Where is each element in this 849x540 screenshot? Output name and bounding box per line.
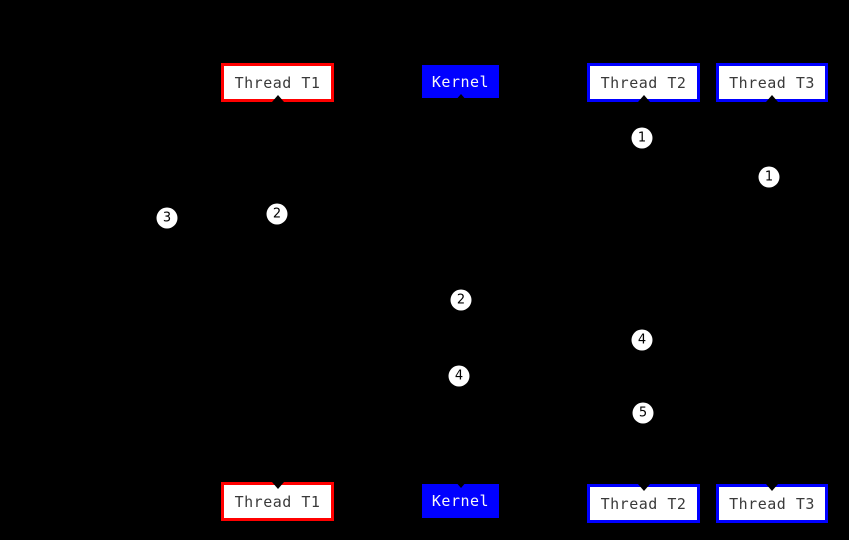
step-marker-2-kernel: 2: [450, 289, 472, 311]
lifeline-stub: [766, 95, 778, 102]
lifeline-stub: [637, 484, 650, 491]
thread-t2-box-top: Thread T2: [587, 63, 700, 102]
lifeline-stub: [454, 481, 467, 488]
thread-t3-box-bottom: Thread T3: [716, 484, 828, 523]
lifeline-stub: [766, 484, 778, 491]
thread-t3-label: Thread T3: [729, 73, 815, 92]
lifeline-stub: [271, 95, 284, 102]
step-marker-1-t3: 1: [758, 166, 780, 188]
thread-t2-label: Thread T2: [600, 73, 687, 92]
step-marker-4-kernel: 4: [448, 365, 470, 387]
thread-t1-label: Thread T1: [234, 73, 321, 92]
lifeline-stub: [454, 94, 467, 101]
lifeline-stub: [271, 482, 284, 489]
thread-t1-label: Thread T1: [234, 492, 321, 511]
thread-t3-box-top: Thread T3: [716, 63, 828, 102]
step-marker-1-t2: 1: [631, 127, 653, 149]
step-marker-4-t2: 4: [631, 329, 653, 351]
step-marker-2-t1: 2: [266, 203, 288, 225]
kernel-label: Kernel: [431, 72, 490, 91]
step-marker-3-left: 3: [156, 207, 178, 229]
thread-t2-box-bottom: Thread T2: [587, 484, 700, 523]
kernel-box-top: Kernel: [422, 65, 499, 101]
kernel-label: Kernel: [431, 492, 490, 510]
thread-t2-label: Thread T2: [600, 494, 687, 513]
kernel-box-bottom: Kernel: [422, 481, 499, 518]
thread-t1-box-bottom: Thread T1: [221, 482, 334, 521]
step-marker-5-t2: 5: [632, 402, 654, 424]
thread-t1-box-top: Thread T1: [221, 63, 334, 102]
thread-t3-label: Thread T3: [729, 494, 815, 513]
lifeline-stub: [637, 95, 650, 102]
